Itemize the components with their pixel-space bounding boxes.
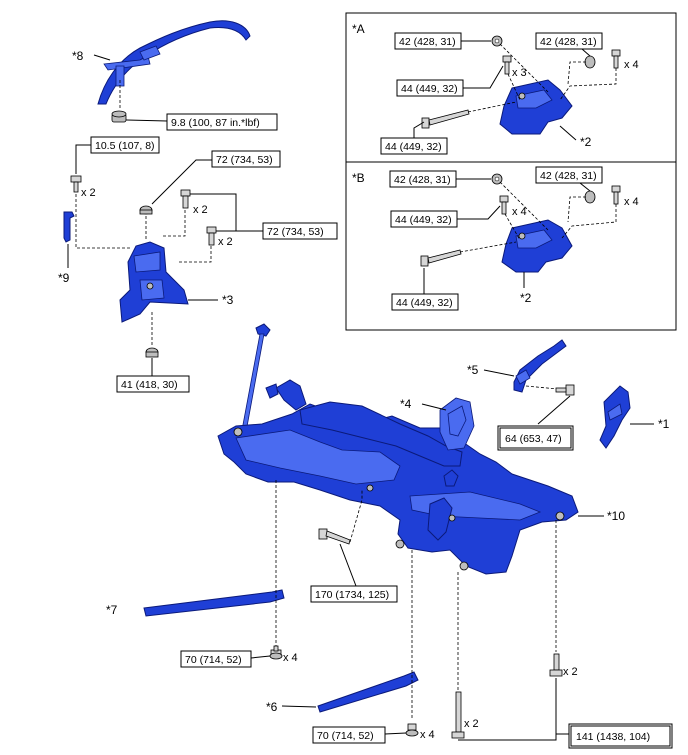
- part-6-brace: [317, 671, 419, 713]
- bolt-icon: [502, 55, 512, 75]
- part-9-bracket: [63, 211, 75, 243]
- torque-label: 42 (428, 31): [540, 170, 597, 182]
- bolt-icon: [555, 384, 575, 396]
- torque-label: 44 (449, 32): [385, 141, 442, 153]
- nut-icon: [145, 347, 159, 358]
- quantity-label: x 4: [624, 196, 639, 208]
- callout-label: *10: [607, 509, 625, 523]
- callout-label: *7: [106, 603, 118, 617]
- inset-a-label: *A: [352, 22, 365, 36]
- quantity-label: x 2: [193, 204, 208, 216]
- callout-label: *9: [58, 271, 70, 285]
- torque-label: 44 (449, 32): [395, 214, 452, 226]
- bolt-icon: [549, 653, 563, 677]
- torque-label: 42 (428, 31): [394, 174, 451, 186]
- bolt-icon: [499, 195, 509, 215]
- quantity-label: x 4: [512, 206, 527, 218]
- torque-label: 41 (418, 30): [121, 379, 178, 391]
- long-bolt-icon: [421, 109, 470, 129]
- nut-icon: [584, 55, 596, 69]
- bolt-icon: [206, 226, 217, 246]
- callout-label: *1: [658, 417, 670, 431]
- bolt-icon: [611, 49, 621, 69]
- callout-label: *8: [72, 49, 84, 63]
- torque-label: 10.5 (107, 8): [95, 140, 155, 152]
- part-3-mount-bracket: [119, 241, 189, 323]
- bolt-icon: [180, 189, 191, 209]
- callout-label: *5: [467, 363, 479, 377]
- part-10-crossmember: [217, 323, 579, 575]
- part-5-hose: [513, 339, 567, 393]
- torque-label: 64 (653, 47): [505, 433, 562, 445]
- nut-icon: [139, 205, 153, 215]
- bolt-icon: [70, 175, 82, 193]
- torque-label: 141 (1438, 104): [576, 731, 650, 743]
- torque-label: 44 (449, 32): [396, 297, 453, 309]
- torque-label: 44 (449, 32): [401, 83, 458, 95]
- quantity-label: x 2: [81, 187, 96, 199]
- torque-label: 70 (714, 52): [317, 730, 374, 742]
- quantity-label: x 2: [464, 718, 479, 730]
- callout-label: *2: [520, 291, 532, 305]
- quantity-label: x 2: [563, 666, 578, 678]
- quantity-label: x 4: [283, 652, 298, 664]
- bolt-icon: [269, 645, 283, 660]
- bolt-icon: [405, 723, 419, 737]
- quantity-label: x 2: [218, 236, 233, 248]
- quantity-label: x 3: [512, 67, 527, 79]
- quantity-label: x 4: [420, 729, 435, 741]
- torque-label: 42 (428, 31): [540, 36, 597, 48]
- callout-label: *4: [400, 397, 412, 411]
- torque-label: 42 (428, 31): [399, 36, 456, 48]
- callout-label: *2: [580, 135, 592, 149]
- nut-icon: [584, 190, 596, 204]
- quantity-label: x 4: [624, 59, 639, 71]
- part-8-harness: [97, 20, 251, 110]
- inset-b-label: *B: [352, 171, 365, 185]
- part-7-brace: [143, 589, 285, 617]
- torque-label: 72 (734, 53): [267, 226, 324, 238]
- callout-label: *3: [222, 293, 234, 307]
- inset-a-content: 42 (428, 31) 42 (428, 31) 44 (449, 32) 4…: [380, 32, 639, 155]
- nut-icon: [111, 110, 127, 123]
- long-bolt-icon: [420, 249, 462, 267]
- inset-b-content: 42 (428, 31) 42 (428, 31) 44 (449, 32) 4…: [389, 166, 639, 311]
- torque-label: 170 (1734, 125): [315, 589, 389, 601]
- long-bolt-icon: [318, 528, 351, 545]
- bolt-icon: [611, 185, 621, 205]
- torque-label: 70 (714, 52): [185, 654, 242, 666]
- inset-frame-b: [345, 161, 677, 331]
- torque-label: 72 (734, 53): [216, 154, 273, 166]
- torque-label: 9.8 (100, 87 in.*lbf): [171, 117, 260, 129]
- long-bolt-icon: [451, 691, 465, 739]
- callout-label: *6: [266, 700, 278, 714]
